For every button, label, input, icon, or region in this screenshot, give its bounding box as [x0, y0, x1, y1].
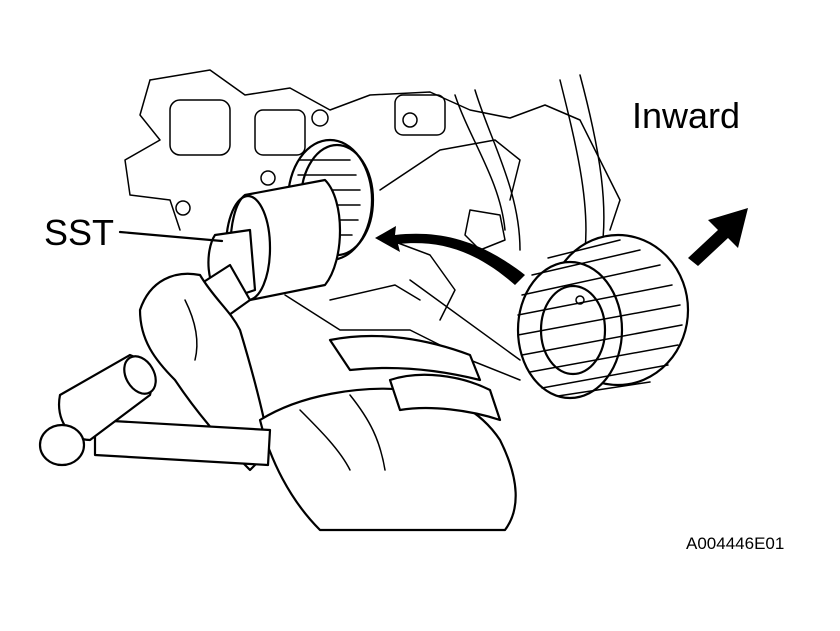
- curved-arrow-icon: [375, 226, 525, 285]
- inward-label: Inward: [632, 95, 741, 136]
- sst-leader-line: [118, 230, 224, 243]
- loose-gear: [516, 233, 690, 400]
- hands: [138, 272, 517, 532]
- sst-label: SST: [44, 212, 115, 253]
- figure-code: A004446E01: [686, 534, 785, 553]
- arrow-up-right-icon: [688, 208, 748, 266]
- hammer: [38, 353, 272, 467]
